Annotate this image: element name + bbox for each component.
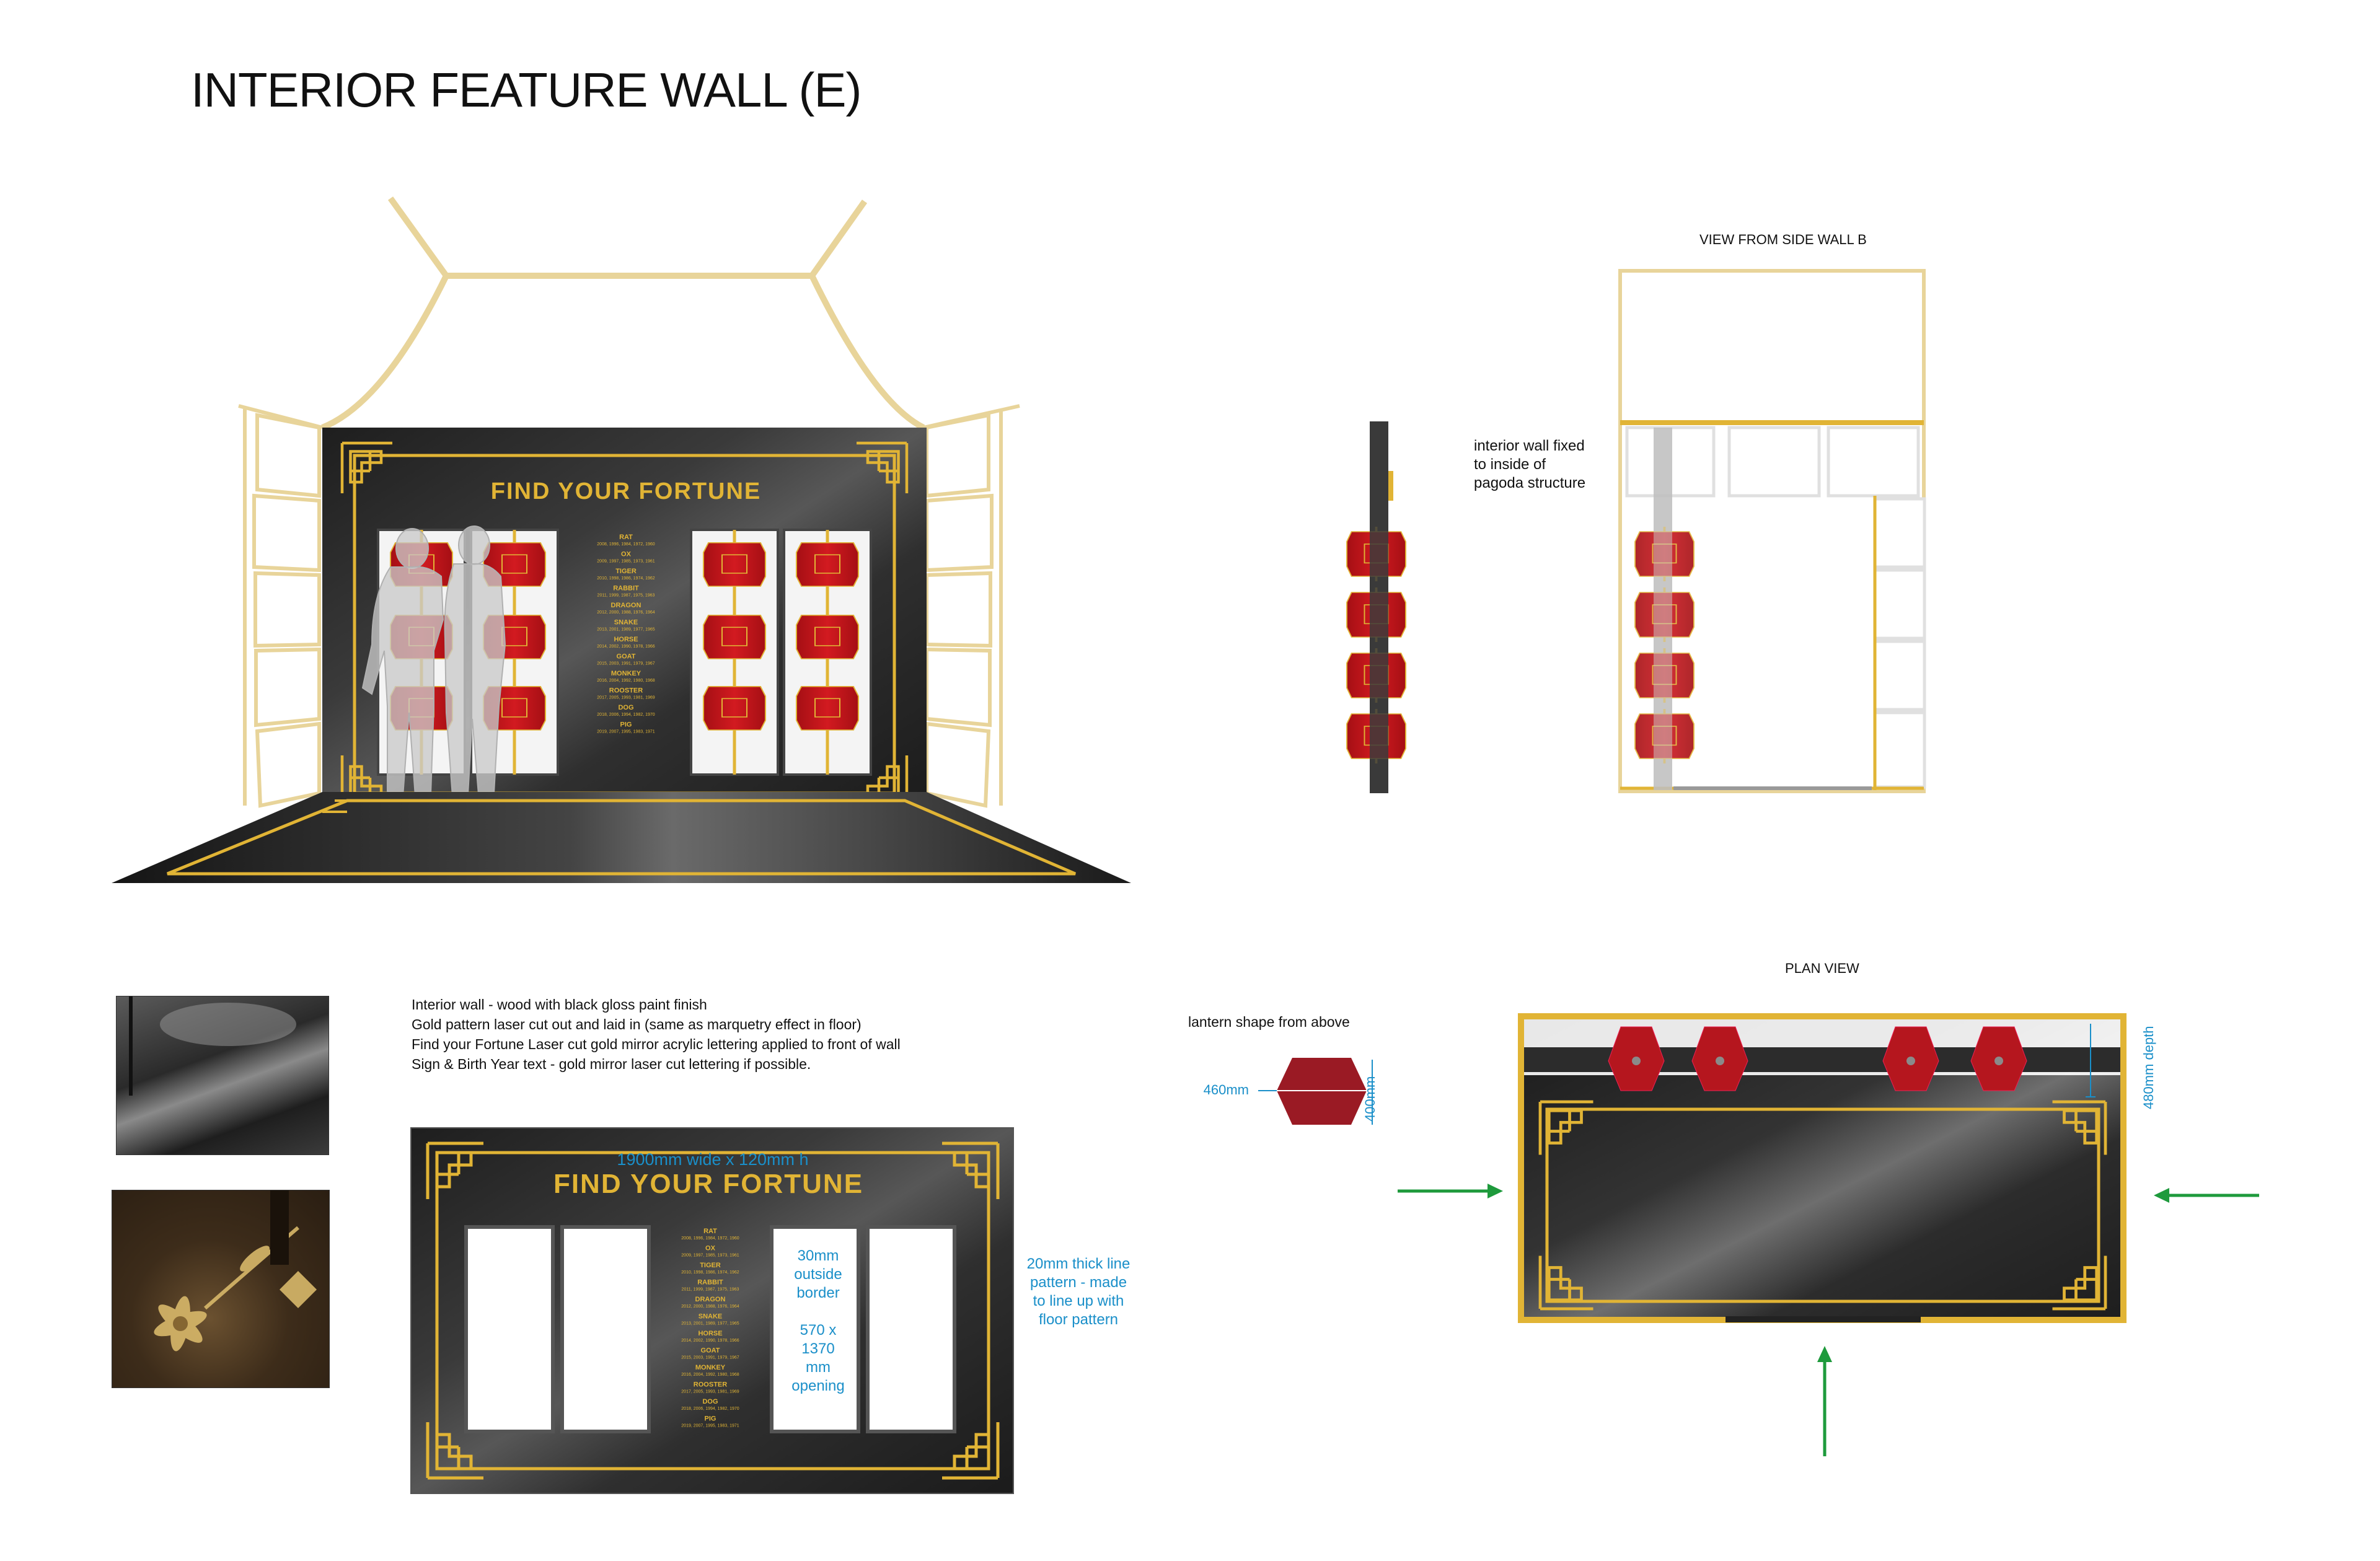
perspective-view	[112, 196, 1131, 883]
line-pattern-note-line: floor pattern	[1038, 1311, 1119, 1328]
zodiac-years: 2016, 2004, 1992, 1980, 1968	[681, 1373, 739, 1377]
zodiac-name: OX	[621, 551, 632, 558]
zodiac-years: 2010, 1998, 1986, 1974, 1962	[597, 576, 655, 581]
opening-note-line: 570 x	[800, 1322, 837, 1339]
zodiac-name: HORSE	[614, 636, 638, 643]
opening-note-spacer	[775, 1303, 862, 1321]
zodiac-name: RABBIT	[697, 1279, 723, 1286]
zodiac-name: MONKEY	[695, 1364, 726, 1371]
zodiac-name: DOG	[618, 704, 633, 711]
material-notes: Interior wall - wood with black gloss pa…	[412, 995, 901, 1074]
material-note-line: Interior wall - wood with black gloss pa…	[412, 996, 707, 1013]
lantern-top-view	[1258, 1058, 1373, 1125]
zodiac-name: ROOSTER	[609, 687, 643, 695]
side-view	[1346, 269, 1926, 793]
zodiac-name: DRAGON	[611, 602, 641, 609]
perspective-sign-title: FIND YOUR FORTUNE	[491, 478, 762, 504]
zodiac-years: 2011, 1999, 1987, 1975, 1963	[597, 594, 655, 598]
side-view-note-line: pagoda structure	[1474, 475, 1586, 491]
lantern-width-label: 460mm	[1204, 1082, 1249, 1097]
zodiac-years: 2016, 2004, 1992, 1980, 1968	[597, 679, 655, 683]
page-title: INTERIOR FEATURE WALL (E)	[191, 63, 862, 117]
front-elevation	[410, 1127, 1014, 1494]
zodiac-name: SNAKE	[699, 1313, 723, 1321]
zodiac-years: 2008, 1996, 1984, 1972, 1960	[597, 542, 655, 547]
zodiac-years: 2017, 2005, 1993, 1981, 1969	[597, 696, 655, 700]
zodiac-years: 2009, 1997, 1985, 1973, 1961	[681, 1254, 739, 1258]
photo-door-frame	[129, 996, 133, 1096]
opening-note: 30mm outside border 570 x 1370 mm openin…	[775, 1247, 862, 1396]
reference-photo-marquetry	[112, 1190, 330, 1388]
zodiac-years: 2014, 2002, 1990, 1978, 1966	[597, 644, 655, 649]
plan-view	[1518, 1013, 2127, 1323]
zodiac-name: SNAKE	[614, 619, 638, 627]
zodiac-name: PIG	[705, 1415, 716, 1423]
material-note-line: Sign & Birth Year text - gold mirror las…	[412, 1056, 811, 1072]
zodiac-name: TIGER	[615, 568, 637, 575]
lantern-depth-label: 400mm	[1362, 1076, 1378, 1122]
zodiac-years: 2011, 1999, 1987, 1975, 1963	[682, 1288, 739, 1292]
line-pattern-note: 20mm thick line pattern - made to line u…	[1016, 1255, 1140, 1329]
zodiac-years: 2013, 2001, 1989, 1977, 1965	[597, 628, 655, 632]
zodiac-name: RAT	[619, 534, 633, 541]
zodiac-name: DRAGON	[695, 1296, 726, 1303]
zodiac-years: 2015, 2003, 1991, 1979, 1967	[681, 1356, 739, 1360]
zodiac-years: 2012, 2000, 1988, 1976, 1964	[681, 1304, 739, 1309]
zodiac-name: HORSE	[698, 1330, 722, 1337]
zodiac-years: 2012, 2000, 1988, 1976, 1964	[597, 610, 655, 615]
opening-note-line: opening	[791, 1378, 845, 1394]
zodiac-name: PIG	[620, 721, 632, 729]
zodiac-name: DOG	[702, 1398, 718, 1405]
elevation-sign-title: FIND YOUR FORTUNE	[553, 1169, 863, 1199]
entry-arrows	[1398, 1184, 2259, 1456]
material-note-line: Gold pattern laser cut out and laid in (…	[412, 1016, 862, 1032]
material-note-line: Find your Fortune Laser cut gold mirror …	[412, 1036, 901, 1052]
zodiac-years: 2019, 2007, 1995, 1983, 1971	[597, 730, 655, 734]
elevation-dimension: 1900mm wide x 120mm h	[617, 1150, 808, 1169]
side-view-heading: VIEW FROM SIDE WALL B	[1699, 232, 1867, 247]
reference-photo-gloss-floor	[116, 996, 329, 1155]
line-pattern-note-line: to line up with	[1033, 1293, 1124, 1309]
zodiac-name: TIGER	[700, 1262, 721, 1269]
zodiac-name: RAT	[703, 1228, 717, 1235]
zodiac-years: 2008, 1996, 1984, 1972, 1960	[681, 1236, 739, 1241]
zodiac-years: 2019, 2007, 1995, 1983, 1971	[681, 1424, 739, 1428]
zodiac-years: 2013, 2001, 1989, 1977, 1965	[681, 1322, 739, 1326]
opening-note-line: 30mm	[797, 1247, 839, 1264]
zodiac-name: MONKEY	[611, 670, 641, 677]
zodiac-name: GOAT	[701, 1347, 720, 1355]
plan-view-heading: PLAN VIEW	[1785, 961, 1859, 976]
zodiac-name: GOAT	[617, 653, 636, 661]
photo-reflection	[160, 1003, 296, 1046]
zodiac-years: 2010, 1998, 1986, 1974, 1962	[681, 1270, 739, 1275]
zodiac-years: 2018, 2006, 1994, 1982, 1970	[597, 713, 655, 717]
opening-note-line: mm	[806, 1359, 831, 1376]
opening-note-line: border	[796, 1285, 840, 1301]
zodiac-years: 2018, 2006, 1994, 1982, 1970	[681, 1407, 739, 1411]
zodiac-years: 2017, 2005, 1993, 1981, 1969	[681, 1390, 739, 1394]
zodiac-years: 2015, 2003, 1991, 1979, 1967	[597, 662, 655, 666]
side-view-note-line: interior wall fixed	[1474, 438, 1585, 454]
zodiac-name: RABBIT	[613, 585, 639, 592]
side-view-note: interior wall fixed to inside of pagoda …	[1474, 437, 1585, 493]
zodiac-years: 2009, 1997, 1985, 1973, 1961	[597, 560, 655, 564]
opening-note-line: outside	[794, 1266, 842, 1283]
line-pattern-note-line: pattern - made	[1029, 1274, 1127, 1291]
zodiac-name: ROOSTER	[694, 1381, 727, 1389]
zodiac-years: 2014, 2002, 1990, 1978, 1966	[681, 1339, 739, 1343]
line-pattern-note-line: 20mm thick line	[1026, 1255, 1130, 1272]
opening-note-line: 1370	[801, 1340, 835, 1357]
zodiac-name: OX	[705, 1245, 716, 1252]
lantern-caption: lantern shape from above	[1188, 1014, 1350, 1030]
plan-depth-label: 480mm depth	[2141, 1026, 2156, 1109]
marquetry-flower-icon	[154, 1190, 317, 1352]
side-view-note-line: to inside of	[1474, 456, 1546, 473]
